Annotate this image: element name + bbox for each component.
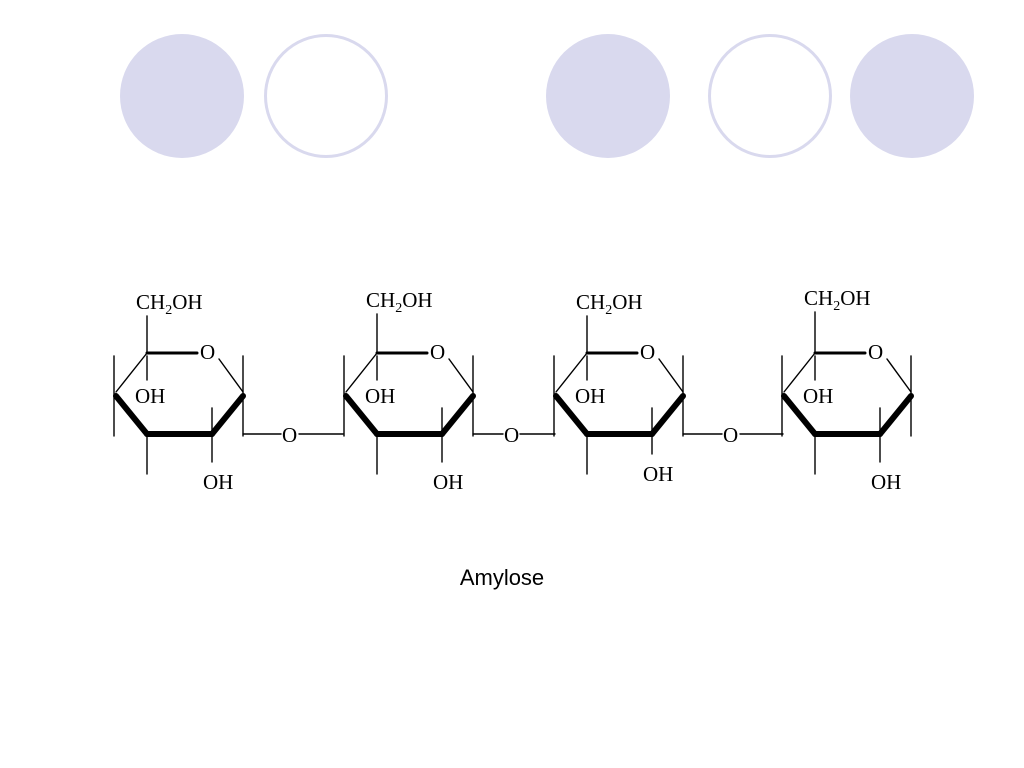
- hydroxyl-label: OH: [575, 384, 605, 408]
- ch2oh-label: CH2OH: [576, 290, 643, 318]
- ring-oxygen-label: O: [640, 340, 655, 364]
- ring-oxygen-label: O: [200, 340, 215, 364]
- ring-bond: [218, 358, 244, 393]
- ch2oh-label: CH2OH: [804, 286, 871, 314]
- ring-bond-bold: [113, 393, 150, 437]
- ring-bond-bold: [781, 393, 818, 437]
- ring-oxygen-label: O: [868, 340, 883, 364]
- decorative-circle-filled: [850, 34, 974, 158]
- ring-bond: [886, 358, 912, 393]
- glycosidic-oxygen-label: O: [504, 423, 519, 447]
- decorative-circle-outline: [264, 34, 388, 158]
- hydroxyl-label: OH: [203, 470, 233, 494]
- ring-bond: [658, 358, 684, 393]
- hydroxyl-label: OH: [803, 384, 833, 408]
- ring-bond-bold: [553, 393, 590, 437]
- ring-bond-bold: [343, 393, 380, 437]
- hydroxyl-label: OH: [871, 470, 901, 494]
- ring-bond-bold: [877, 393, 914, 437]
- diagram-caption: Amylose: [459, 565, 545, 590]
- ring-bond: [345, 352, 378, 393]
- decorative-circle-outline: [708, 34, 832, 158]
- ring-bond: [783, 352, 816, 393]
- hydroxyl-label: OH: [433, 470, 463, 494]
- decorative-circle-filled: [546, 34, 670, 158]
- ring-bond-bold: [439, 393, 476, 437]
- ring-bond-bold: [209, 393, 246, 437]
- ring-bond: [555, 352, 588, 393]
- glycosidic-oxygen-label: O: [723, 423, 738, 447]
- hydroxyl-label: OH: [365, 384, 395, 408]
- decorative-circle-filled: [120, 34, 244, 158]
- ring-oxygen-label: O: [430, 340, 445, 364]
- glycosidic-oxygen-label: O: [282, 423, 297, 447]
- ring-bond: [448, 358, 474, 393]
- ch2oh-label: CH2OH: [366, 288, 433, 316]
- ch2oh-label: CH2OH: [136, 290, 203, 318]
- ring-bond: [115, 352, 148, 393]
- ring-bond-bold: [649, 393, 686, 437]
- hydroxyl-label: OH: [135, 384, 165, 408]
- hydroxyl-label: OH: [643, 462, 673, 486]
